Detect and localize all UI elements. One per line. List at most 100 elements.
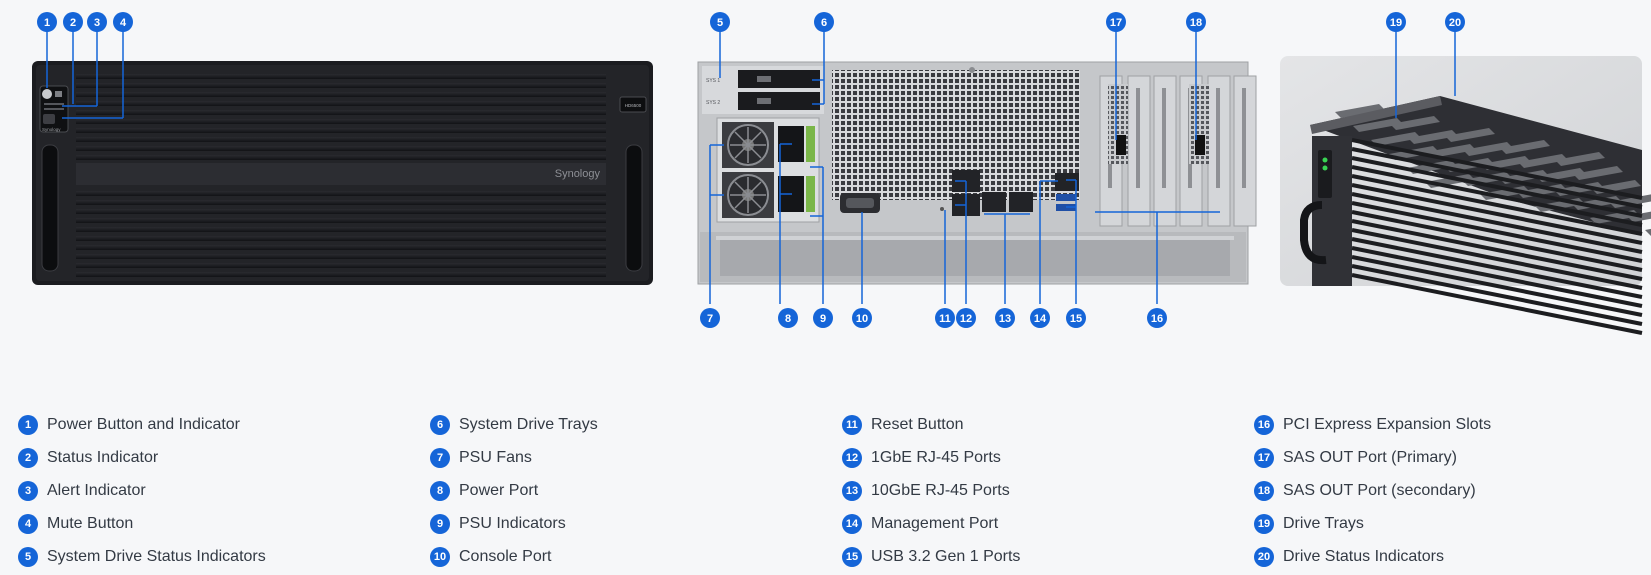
- callout-badge-circle: [1106, 12, 1126, 32]
- legend-item: 12 1GbE RJ-45 Ports: [842, 441, 1232, 474]
- front-vent-slots: [76, 74, 606, 277]
- drive-tray[interactable]: [1518, 154, 1568, 168]
- callout-badge-circle: [1147, 308, 1167, 328]
- angled-vent-slot: [1351, 192, 1643, 254]
- drive-tray[interactable]: [1573, 166, 1623, 180]
- callout-number: 14: [1034, 313, 1047, 325]
- front-vent-slot: [76, 200, 606, 205]
- callout-badge: 17: [1106, 12, 1126, 32]
- callout-badge-circle: [852, 308, 872, 328]
- callout-number: 11: [939, 313, 951, 325]
- callout-badge: 19: [1386, 12, 1406, 32]
- legend-label: System Drive Trays: [459, 415, 598, 433]
- legend-label: 10GbE RJ-45 Ports: [871, 481, 1010, 499]
- drive-tray[interactable]: [1371, 132, 1421, 146]
- callout-badge: 1: [37, 12, 57, 32]
- drive-tray[interactable]: [1445, 128, 1495, 142]
- callout-badge-circle: [1066, 308, 1086, 328]
- 10gbe-port-1[interactable]: [982, 192, 1006, 212]
- drive-tray[interactable]: [1390, 116, 1440, 130]
- psu-fan-2: [722, 172, 774, 218]
- legend-label: 1GbE RJ-45 Ports: [871, 448, 1001, 466]
- drive-tray[interactable]: [1335, 104, 1385, 118]
- callout-badge: 3: [87, 12, 107, 32]
- legend-number-badge: 9: [430, 513, 450, 534]
- legend-number-badge: 3: [18, 480, 38, 501]
- power-button-icon[interactable]: [42, 89, 52, 99]
- mute-button-icon[interactable]: [43, 114, 55, 124]
- callout-lines: [46, 31, 1456, 304]
- angled-handle[interactable]: [1300, 201, 1327, 265]
- callout-badge-circle: [778, 308, 798, 328]
- system-drive-tray-1[interactable]: [738, 70, 820, 88]
- legend-number-badge: 4: [18, 513, 38, 534]
- legend-label: System Drive Status Indicators: [47, 547, 266, 565]
- legend-label: Power Port: [459, 481, 539, 499]
- angled-vent-slot: [1351, 210, 1643, 272]
- 10gbe-port-2[interactable]: [1009, 192, 1033, 212]
- legend-label: Power Button and Indicator: [47, 415, 241, 433]
- callout-badge-circle: [1445, 12, 1465, 32]
- angled-vent-slot: [1351, 264, 1643, 326]
- legend-label: Management Port: [871, 514, 999, 532]
- legend-number-badge: 13: [842, 480, 862, 501]
- drive-tray[interactable]: [1555, 152, 1605, 166]
- callout-badge: 20: [1445, 12, 1465, 32]
- legend-number-badge: 12: [842, 447, 862, 468]
- legend-number-badge: 7: [430, 447, 450, 468]
- legend-number-badge: 10: [430, 546, 450, 567]
- drive-tray[interactable]: [1463, 142, 1513, 156]
- legend-label: PSU Indicators: [459, 514, 566, 532]
- legend-label: Reset Button: [871, 415, 964, 433]
- callout-badge: 10: [852, 308, 872, 328]
- callout-badge-circle: [113, 12, 133, 32]
- callout-number: 3: [94, 17, 100, 29]
- callout-badge: 14: [1030, 308, 1050, 328]
- angled-vent-slot: [1351, 246, 1643, 308]
- drive-status-led-1: [1322, 157, 1328, 163]
- front-left-handle[interactable]: [41, 144, 59, 272]
- psu-indicator-1: [806, 126, 815, 162]
- drive-tray[interactable]: [1426, 144, 1476, 158]
- front-vent-slot: [76, 74, 606, 79]
- legend-number-badge: 20: [1254, 546, 1274, 567]
- reset-button[interactable]: [940, 207, 944, 211]
- callout-badge: 16: [1147, 308, 1167, 328]
- callout-badge-circle: [814, 12, 834, 32]
- front-vent-slot: [76, 263, 606, 268]
- legend-label: USB 3.2 Gen 1 Ports: [871, 547, 1021, 565]
- front-vent-slot: [76, 209, 606, 214]
- front-vent-slot: [76, 101, 606, 106]
- model-badge: HD6500: [625, 103, 642, 108]
- front-panel: Synology Synology HD6500: [32, 61, 653, 285]
- drive-tray[interactable]: [1408, 130, 1458, 144]
- system-drive-tray-2[interactable]: [738, 92, 820, 110]
- legend-number-badge: 19: [1254, 513, 1274, 534]
- callout-badge: 11: [935, 308, 955, 328]
- front-right-handle[interactable]: [625, 144, 643, 272]
- usb-port-1[interactable]: [1056, 194, 1076, 201]
- drive-status-led-2: [1322, 165, 1328, 171]
- callout-badge: 8: [778, 308, 798, 328]
- callout-badge-circle: [710, 12, 730, 32]
- legend-number-badge: 11: [842, 414, 862, 435]
- angled-vent-slot: [1351, 156, 1643, 218]
- legend-number-badge: 15: [842, 546, 862, 567]
- management-port[interactable]: [1055, 173, 1079, 191]
- drive-tray[interactable]: [1500, 140, 1550, 154]
- legend-label: SAS OUT Port (secondary): [1283, 481, 1476, 499]
- drive-tray[interactable]: [1645, 222, 1651, 236]
- callout-number: 17: [1110, 17, 1122, 29]
- front-vent-slot: [76, 83, 606, 88]
- drive-tray[interactable]: [1353, 118, 1403, 132]
- callout-badge: 18: [1186, 12, 1206, 32]
- legend-item: 11 Reset Button: [842, 408, 1232, 441]
- callout-badge-circle: [1386, 12, 1406, 32]
